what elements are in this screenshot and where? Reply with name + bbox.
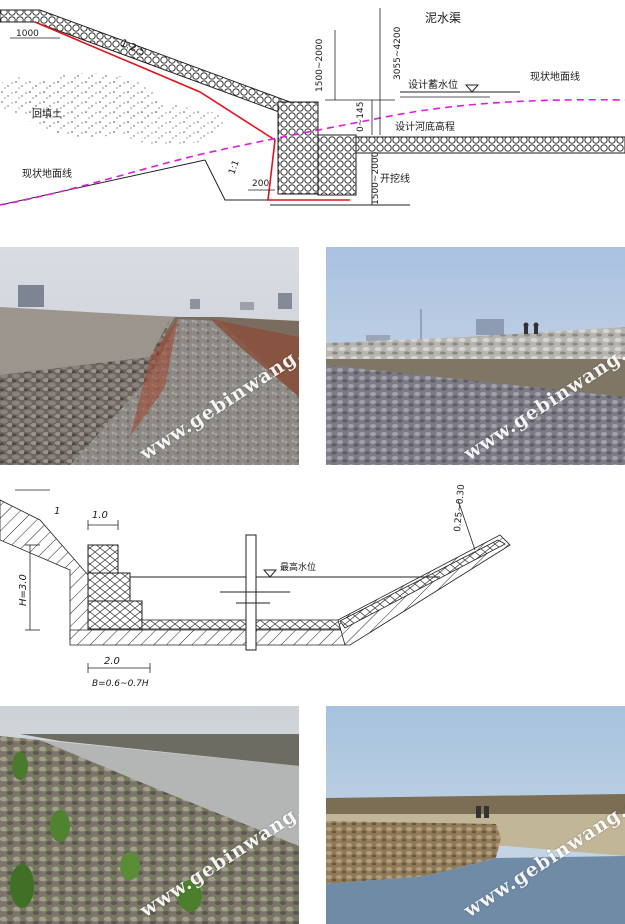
toe-slope-label: 1:1 bbox=[227, 159, 241, 176]
ratio-one-label: 1 bbox=[54, 506, 60, 517]
bottom-cross-section-diagram: 1 1.0 H=3.0 最高水位 0.25~0.30 2.0 B=0.6~0.7… bbox=[0, 480, 625, 690]
berm-width-label: 1000 bbox=[16, 29, 39, 39]
toe-width-label: 200 bbox=[252, 179, 269, 189]
backfill-area-3 bbox=[0, 77, 45, 113]
red-slope-line bbox=[34, 21, 350, 201]
bottom-height-range: 1500~2000 bbox=[371, 151, 381, 205]
top-cross-section-diagram: 泥水渠 1:2.5 1000 回填土 1500~2000 3055~4200 0… bbox=[0, 0, 625, 232]
gabion-retaining-block bbox=[277, 101, 319, 195]
canal-title: 泥水渠 bbox=[425, 11, 461, 25]
photo-gabion-channel-slope: www.gebinwang.com bbox=[326, 247, 625, 465]
offset-value: 0~145 bbox=[356, 102, 366, 132]
backfill-area-2 bbox=[115, 105, 225, 145]
excavation-line-label: 开挖线 bbox=[380, 172, 410, 185]
base-width-label: 2.0 bbox=[104, 656, 120, 667]
magenta-ground-line bbox=[0, 98, 625, 206]
gabion-inner-block bbox=[317, 134, 357, 196]
top-diagram-svg: 泥水渠 1:2.5 1000 回填土 1500~2000 3055~4200 0… bbox=[0, 8, 625, 206]
design-bed-elevation: 设计河底高程 bbox=[395, 120, 455, 133]
backfill-label: 回填土 bbox=[32, 107, 62, 120]
height-range-2: 3055~4200 bbox=[393, 26, 403, 80]
photo-gabion-wall-construction: www.gebinwang.com bbox=[0, 247, 299, 465]
bottom-diagram-svg: 1 1.0 H=3.0 最高水位 0.25~0.30 2.0 B=0.6~0.7… bbox=[0, 484, 511, 689]
photo-river-with-vegetation: www.gebinwang.com bbox=[0, 706, 299, 924]
base-formula-label: B=0.6~0.7H bbox=[92, 679, 149, 689]
gabion-step-2 bbox=[87, 572, 131, 602]
bank-slope-label: 0.25~0.30 bbox=[453, 484, 467, 533]
current-ground-line-left: 现状地面线 bbox=[22, 167, 72, 180]
photo-1-svg bbox=[0, 247, 299, 465]
gabion-bed-mattress bbox=[355, 136, 625, 154]
height-range-1: 1500~2000 bbox=[315, 38, 325, 92]
photo-3-svg bbox=[0, 706, 299, 924]
max-water-level-label: 最高水位 bbox=[280, 561, 316, 573]
design-water-level: 设计蓄水位 bbox=[408, 78, 458, 91]
crest-width-label: 1.0 bbox=[92, 510, 108, 521]
photo-river-bend-gabion: www.gebinwang.com bbox=[326, 706, 625, 924]
photo-4-svg bbox=[326, 706, 625, 924]
gabion-step-1 bbox=[87, 544, 119, 574]
bed-mattress bbox=[141, 619, 343, 630]
current-ground-line-right: 现状地面线 bbox=[530, 70, 580, 83]
wall-height-label: H=3.0 bbox=[18, 574, 29, 606]
photo-2-svg bbox=[326, 247, 625, 465]
gabion-step-3 bbox=[87, 600, 143, 630]
